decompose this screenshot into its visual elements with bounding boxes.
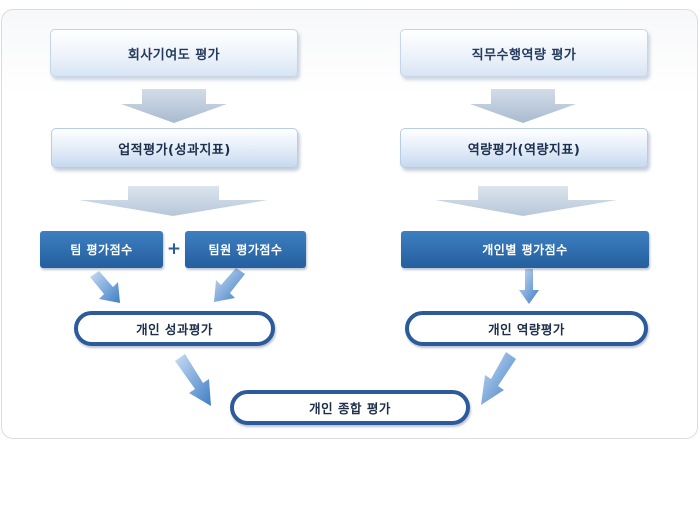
individual-competency-label: 개인 역량평가 bbox=[488, 322, 565, 337]
performance-evaluation-label: 업적평가(성과지표) bbox=[118, 142, 231, 158]
job-competency-label: 직무수행역량 평가 bbox=[471, 47, 577, 63]
team-score-box: 팀 평가점수 bbox=[40, 231, 163, 268]
performance-evaluation-box: 업적평가(성과지표) bbox=[51, 128, 298, 168]
individual-score-label: 개인별 평가점수 bbox=[482, 243, 568, 257]
individual-competency-box: 개인 역량평가 bbox=[405, 311, 648, 346]
job-competency-box: 직무수행역량 평가 bbox=[400, 29, 648, 77]
individual-performance-label: 개인 성과평가 bbox=[136, 322, 213, 337]
individual-score-box: 개인별 평가점수 bbox=[401, 231, 649, 268]
arrow-team-to-result bbox=[90, 271, 120, 303]
company-contribution-box: 회사기여도 평가 bbox=[50, 29, 298, 77]
plus-sign: + bbox=[166, 239, 182, 259]
overall-evaluation-box: 개인 종합 평가 bbox=[230, 390, 470, 425]
competency-evaluation-box: 역량평가(역량지표) bbox=[400, 128, 648, 168]
arrow-down-right-1 bbox=[470, 89, 576, 123]
arrow-wide-right bbox=[435, 186, 617, 216]
overall-evaluation-label: 개인 종합 평가 bbox=[309, 401, 391, 416]
arrow-left-to-final bbox=[175, 354, 211, 406]
arrow-member-to-result bbox=[214, 268, 245, 302]
arrow-right-to-final bbox=[481, 352, 516, 405]
competency-evaluation-label: 역량평가(역량지표) bbox=[467, 142, 581, 158]
individual-performance-box: 개인 성과평가 bbox=[74, 311, 275, 346]
company-contribution-label: 회사기여도 평가 bbox=[127, 47, 221, 63]
arrow-individual-to-result bbox=[519, 269, 539, 304]
member-score-box: 팀원 평가점수 bbox=[185, 231, 306, 268]
arrow-wide-left bbox=[79, 186, 268, 216]
team-score-label: 팀 평가점수 bbox=[70, 243, 133, 257]
member-score-label: 팀원 평가점수 bbox=[208, 243, 283, 257]
arrow-down-left-1 bbox=[121, 89, 227, 123]
diagram-panel bbox=[1, 9, 698, 439]
